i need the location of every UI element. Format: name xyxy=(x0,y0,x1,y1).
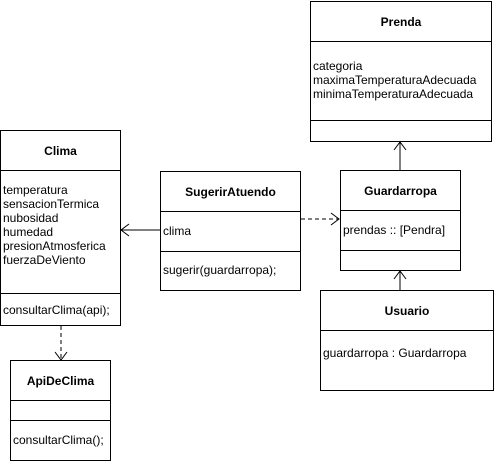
attribute: clima xyxy=(163,224,192,238)
association-guardarropa-prenda xyxy=(393,141,407,170)
class-name: Usuario xyxy=(321,291,493,331)
attribute: guardarropa : Guardarropa xyxy=(323,346,467,360)
attribute: sensacionTermica xyxy=(3,197,100,211)
attribute: categoria xyxy=(313,59,363,73)
attribute: nubosidad xyxy=(3,211,59,225)
attributes-compartment: temperatura sensacionTermica nubosidad h… xyxy=(1,171,120,294)
dependency-sugerir-guardarropa xyxy=(301,212,340,226)
class-api-de-clima: ApiDeClima consultarClima(); xyxy=(10,360,111,461)
method: consultarClima(); xyxy=(13,433,104,447)
attribute: minimaTemperaturaAdecuada xyxy=(313,87,474,101)
association-usuario-guardarropa xyxy=(393,270,407,290)
class-guardarropa: Guardarropa prendas :: [Pendra] xyxy=(340,170,461,271)
association-sugerir-clima xyxy=(120,223,160,237)
attribute: prendas :: [Pendra] xyxy=(343,223,446,237)
attribute: humedad xyxy=(3,225,54,239)
class-prenda: Prenda categoria maximaTemperaturaAdecua… xyxy=(310,1,492,142)
class-clima: Clima temperatura sensacionTermica nubos… xyxy=(0,130,121,326)
method: consultarClima(api); xyxy=(3,303,110,317)
class-name: Prenda xyxy=(311,2,491,42)
class-name: Clima xyxy=(1,131,120,171)
class-name: SugerirAtuendo xyxy=(161,172,300,212)
class-sugerir-atuendo: SugerirAtuendo clima sugerir(guardarropa… xyxy=(160,171,301,291)
class-name: Guardarropa xyxy=(341,171,460,211)
attribute: fuerzaDeViento xyxy=(3,253,86,267)
attributes-compartment: guardarropa : Guardarropa xyxy=(321,331,493,390)
dependency-clima-api xyxy=(54,326,68,361)
attributes-compartment: prendas :: [Pendra] xyxy=(341,211,460,251)
methods-compartment: consultarClima(); xyxy=(11,421,110,460)
attribute: temperatura xyxy=(3,183,68,197)
attributes-compartment: clima xyxy=(161,212,300,252)
attribute: maximaTemperaturaAdecuada xyxy=(313,73,477,87)
attribute: presionAtmosferica xyxy=(3,239,106,253)
method: sugerir(guardarropa); xyxy=(163,263,277,277)
methods-compartment: consultarClima(api); xyxy=(1,294,120,325)
class-usuario: Usuario guardarropa : Guardarropa xyxy=(320,290,494,391)
class-name: ApiDeClima xyxy=(11,361,110,401)
methods-compartment: sugerir(guardarropa); xyxy=(161,252,300,290)
attributes-compartment xyxy=(11,401,110,421)
attributes-compartment: categoria maximaTemperaturaAdecuada mini… xyxy=(311,42,491,121)
